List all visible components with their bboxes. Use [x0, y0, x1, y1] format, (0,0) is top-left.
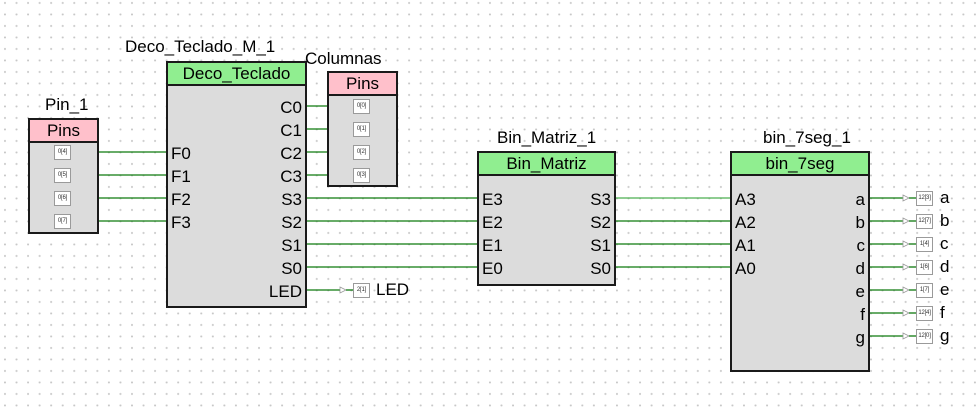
direction-arrow-icon: [902, 309, 910, 317]
direction-arrow-icon: [902, 217, 910, 225]
port-E2: E2: [482, 213, 503, 232]
bin-7seg-header: bin_7seg: [732, 153, 868, 176]
port-bm-S2: S2: [590, 213, 611, 232]
pin-box-0-1[interactable]: 0[1]: [353, 122, 370, 137]
direction-arrow-icon: [902, 332, 910, 340]
seg-net-label-f: f: [940, 303, 945, 322]
seg-net-label-e: e: [940, 280, 950, 299]
port-E3: E3: [482, 190, 503, 209]
pin-box-0-0[interactable]: 0[0]: [353, 99, 370, 114]
pin-box-seg-g[interactable]: 12[0]: [916, 329, 933, 344]
port-S1: S1: [281, 236, 302, 255]
port-F2: F2: [171, 190, 191, 209]
port-E0: E0: [482, 259, 503, 278]
bin-7seg-instance-label: bin_7seg_1: [763, 128, 851, 147]
port-S3: S3: [281, 190, 302, 209]
port-C3: C3: [280, 167, 302, 186]
direction-arrow-icon: [902, 240, 910, 248]
direction-arrow-icon: [902, 286, 910, 294]
seg-net-label-d: d: [940, 257, 950, 276]
port-S0: S0: [281, 259, 302, 278]
port-seg-d: d: [855, 259, 865, 278]
pin-box-seg-c[interactable]: 1[4]: [916, 237, 933, 252]
port-C2: C2: [280, 144, 302, 163]
pin-box-0-6[interactable]: 0[6]: [54, 191, 71, 206]
port-seg-g: g: [855, 328, 865, 347]
port-F3: F3: [171, 213, 191, 232]
pin-box-0-3[interactable]: 0[3]: [353, 168, 370, 183]
deco-teclado-header: Deco_Teclado: [168, 63, 305, 86]
deco-teclado-block[interactable]: Deco_Teclado F0 F1 F2 F3 C0 C1 C2 C3 S3 …: [166, 61, 307, 308]
port-A3: A3: [735, 190, 756, 209]
deco-instance-label: Deco_Teclado_M_1: [125, 37, 276, 56]
bin-matriz-block[interactable]: Bin_Matriz E3 E2 E1 E0 S3 S2 S1 S0: [477, 151, 616, 286]
pin-box-led[interactable]: 2[1]: [353, 283, 370, 298]
pin-box-seg-b[interactable]: 12[7]: [916, 214, 933, 229]
pin-box-0-2[interactable]: 0[2]: [353, 145, 370, 160]
port-A1: A1: [735, 236, 756, 255]
port-bm-S0: S0: [590, 259, 611, 278]
bin-matriz-instance-label: Bin_Matriz_1: [497, 128, 597, 147]
direction-arrow-icon: [902, 194, 910, 202]
pin-1-header: Pins: [30, 120, 97, 143]
direction-arrow-icon: [902, 263, 910, 271]
port-C1: C1: [280, 121, 302, 140]
led-net-label: LED: [376, 280, 410, 299]
port-S2: S2: [281, 213, 302, 232]
bin-matriz-header: Bin_Matriz: [479, 153, 614, 176]
port-seg-c: c: [856, 236, 866, 255]
port-bm-S1: S1: [590, 236, 611, 255]
port-A0: A0: [735, 259, 756, 278]
columnas-header: Pins: [329, 73, 396, 96]
pin-box-0-5[interactable]: 0[5]: [54, 168, 71, 183]
port-C0: C0: [280, 98, 302, 117]
pin-box-0-7[interactable]: 0[7]: [54, 214, 71, 229]
port-F0: F0: [171, 144, 191, 163]
port-A2: A2: [735, 213, 756, 232]
pin-1-instance-label: Pin_1: [45, 95, 89, 114]
direction-arrow-icon: [339, 286, 347, 294]
columnas-instance-label: Columnas: [305, 49, 382, 68]
seg-net-label-g: g: [940, 326, 950, 345]
port-seg-f: f: [860, 305, 865, 324]
pin-box-seg-a[interactable]: 12[3]: [916, 191, 933, 206]
seg-net-label-b: b: [940, 211, 950, 230]
pin-box-seg-d[interactable]: 1[6]: [916, 260, 933, 275]
port-F1: F1: [171, 167, 191, 186]
seg-net-label-c: c: [940, 234, 949, 253]
port-seg-b: b: [855, 213, 865, 232]
bin-7seg-block[interactable]: bin_7seg A3 A2 A1 A0 a b c d e f g: [730, 151, 870, 372]
port-seg-a: a: [855, 190, 865, 209]
pin-box-seg-f[interactable]: 12[4]: [916, 306, 933, 321]
port-seg-e: e: [855, 282, 865, 301]
port-E1: E1: [482, 236, 503, 255]
port-bm-S3: S3: [590, 190, 611, 209]
seg-net-label-a: a: [940, 188, 950, 207]
port-LED: LED: [268, 282, 302, 301]
pin-box-seg-e[interactable]: 1[7]: [916, 283, 933, 298]
columnas-block[interactable]: Pins: [327, 71, 398, 187]
pin-box-0-4[interactable]: 0[4]: [54, 145, 71, 160]
